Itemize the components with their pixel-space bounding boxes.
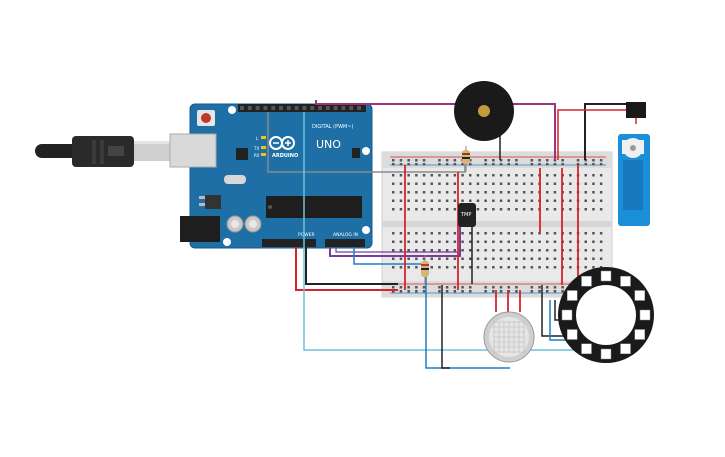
arduino-model: UNO [316, 138, 341, 151]
neopixel-led [561, 309, 573, 321]
analog-header-label: ANALOG IN [333, 232, 358, 238]
led-label-tx: TX [253, 146, 259, 151]
neopixel-led [600, 348, 612, 360]
neopixel-ring[interactable] [558, 267, 654, 363]
neopixel-led [634, 329, 646, 340]
wire-gray[interactable] [267, 112, 466, 173]
neopixel-led [581, 343, 592, 355]
led-label-l: L [256, 136, 259, 141]
digital-header-label: DIGITAL (PWM~) [312, 124, 354, 130]
wire-black-gnd[interactable] [305, 247, 398, 285]
neopixel-led [600, 270, 612, 282]
neopixel-led [566, 290, 578, 301]
arduino-logo-icon [269, 136, 295, 150]
usb-cable[interactable] [35, 136, 170, 167]
neopixel-led [581, 275, 592, 287]
neopixel-led [566, 329, 578, 340]
power-header-label: POWER [298, 232, 315, 238]
neopixel-led [620, 275, 631, 287]
tmp-label: TMP [460, 212, 471, 218]
temperature-sensor[interactable]: TMP [458, 203, 476, 227]
wire-magenta[interactable] [315, 100, 556, 160]
neopixel-led [639, 309, 651, 321]
led-label-rx: RX [254, 153, 260, 158]
arduino-uno-board[interactable]: DIGITAL (PWM~) POWER ANALOG IN ARDUINO U… [169, 103, 373, 249]
servo-motor[interactable] [618, 102, 650, 226]
on-led-label: ON [362, 148, 368, 153]
arduino-brand: ARDUINO [272, 153, 298, 159]
resistor-2[interactable] [421, 255, 429, 285]
neopixel-led [634, 290, 646, 301]
reset-button[interactable] [201, 113, 211, 123]
wire-purple[interactable] [329, 226, 461, 257]
piezo-buzzer[interactable] [454, 81, 514, 141]
wire-red-5v[interactable] [295, 247, 398, 291]
wire-black-servo[interactable] [584, 103, 628, 160]
neopixel-led [620, 343, 631, 355]
gas-sensor[interactable] [483, 311, 535, 363]
resistor-1[interactable] [462, 146, 470, 172]
